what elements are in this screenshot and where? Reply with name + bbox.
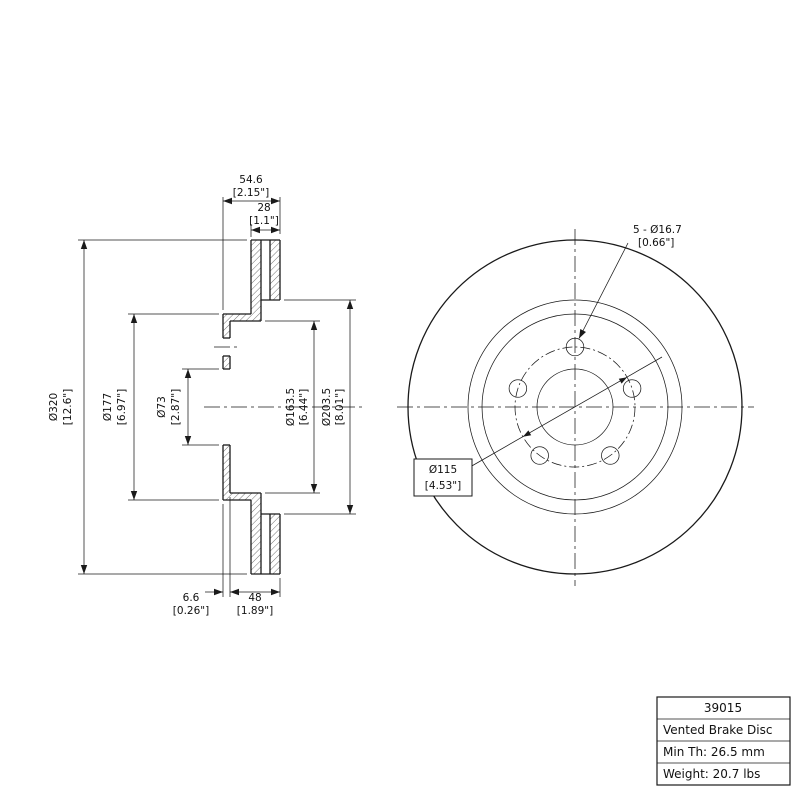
bolt-circle-diameter-line xyxy=(469,356,663,468)
section-view xyxy=(204,239,363,575)
dim-ring-thickness-in: [1.1"] xyxy=(249,215,279,227)
bolt-circle-arrow-lower-left xyxy=(522,430,532,437)
dimensions-layer: Ø320 [12.6"] Ø177 [6.97"] Ø73 [2.87"] Ø1… xyxy=(48,174,682,617)
dim-hat-diameter-in: [6.97"] xyxy=(116,389,128,425)
bolt-circle xyxy=(514,346,636,468)
section-outline-top xyxy=(222,239,281,370)
center-bore-circle xyxy=(536,368,614,446)
product-name: Vented Brake Disc xyxy=(663,723,772,737)
part-number: 39015 xyxy=(704,701,742,715)
hat-circle xyxy=(481,313,669,501)
dim-flange-offset-mm: 6.6 xyxy=(183,592,200,604)
bolt-circle-arrow-upper-right xyxy=(618,377,628,384)
bolt-circle-callout-box xyxy=(413,458,473,497)
dim-hat-depth-in: [1.89"] xyxy=(237,605,273,617)
outer-diameter-circle xyxy=(407,239,743,575)
section-outline-bottom xyxy=(222,444,281,575)
dim-overall-width-mm: 54.6 xyxy=(239,174,263,186)
front-view xyxy=(397,229,754,586)
dim-outer-diameter-mm: Ø320 xyxy=(48,393,60,421)
weight: Weight: 20.7 lbs xyxy=(663,767,760,781)
dim-flange-offset-in: [0.26"] xyxy=(173,605,209,617)
dim-bolt-circle-mm: Ø115 xyxy=(429,464,457,476)
dim-overall-width-in: [2.15"] xyxy=(233,187,269,199)
friction-inner-circle xyxy=(467,299,683,515)
dim-friction-inner-diameter-in: [8.01"] xyxy=(334,389,346,425)
section-hatching xyxy=(223,240,280,574)
dim-outer-diameter-in: [12.6"] xyxy=(62,389,74,425)
dim-bore-diameter-in: [2.87"] xyxy=(170,389,182,425)
dim-bolt-holes-mm: 5 - Ø16.7 xyxy=(633,224,682,236)
dim-bore-diameter-mm: Ø73 xyxy=(156,396,168,418)
min-thickness: Min Th: 26.5 mm xyxy=(663,745,765,759)
dim-bolt-holes-in: [0.66"] xyxy=(638,237,674,249)
dim-friction-inner-diameter-mm: Ø203.5 xyxy=(321,388,333,426)
dim-hat-diameter-mm: Ø177 xyxy=(102,393,114,421)
dim-ring-thickness-mm: 28 xyxy=(257,202,270,214)
dim-hat-inner-diameter-in: [6.44"] xyxy=(298,389,310,425)
bolt-holes xyxy=(508,337,642,465)
dim-hat-depth-mm: 48 xyxy=(248,592,261,604)
dim-hat-inner-diameter-mm: Ø163.5 xyxy=(285,388,297,426)
title-block: 39015 Vented Brake Disc Min Th: 26.5 mm … xyxy=(656,696,791,786)
dim-bolt-circle-in: [4.53"] xyxy=(425,480,461,492)
